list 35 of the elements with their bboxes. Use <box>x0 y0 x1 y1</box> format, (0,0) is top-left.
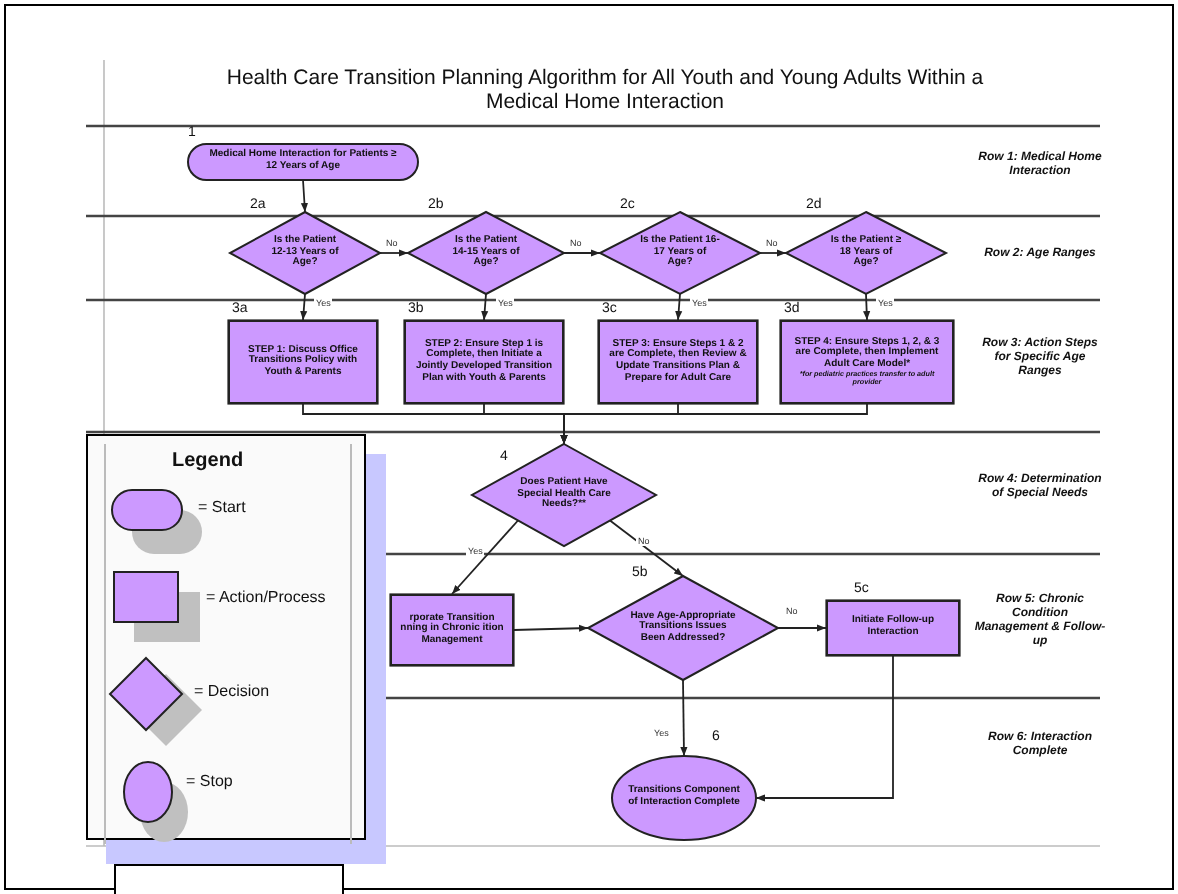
diagram-title: Health Care Transition Planning Algorithm for All Youth and Young Adults Within a Medical Home Interaction <box>224 66 986 114</box>
legend-text: = Start <box>198 498 246 516</box>
arrow <box>675 293 683 321</box>
arrow <box>563 249 601 257</box>
arrow <box>609 519 684 577</box>
legend-text: = Decision <box>194 682 270 700</box>
decision-diamond <box>230 212 380 294</box>
process-box <box>826 600 960 656</box>
arrow <box>680 679 688 757</box>
process-box <box>228 320 378 404</box>
decision-diamond <box>472 444 656 546</box>
arrow <box>755 655 894 802</box>
decision-diamond <box>588 576 778 680</box>
arrow <box>300 179 309 213</box>
arrow <box>300 293 308 321</box>
process-box <box>404 320 564 404</box>
decision-diamond <box>786 212 946 294</box>
arrow <box>863 293 871 321</box>
legend-title: Legend <box>172 450 244 472</box>
legend-text: = Stop <box>186 772 233 790</box>
arrow <box>513 624 589 632</box>
arrow <box>451 519 519 595</box>
decision-diamond <box>408 212 564 294</box>
process-box <box>780 320 954 404</box>
start-terminal <box>188 144 418 180</box>
arrow <box>560 403 868 445</box>
process-box <box>598 320 758 404</box>
arrow <box>481 293 489 321</box>
stop-ellipse <box>612 756 756 840</box>
legend-text: = Action/Process <box>206 588 326 606</box>
arrow <box>777 624 827 632</box>
decision-diamond <box>600 212 760 294</box>
process-box <box>390 594 514 666</box>
arrow <box>379 249 409 257</box>
arrow <box>759 249 787 257</box>
